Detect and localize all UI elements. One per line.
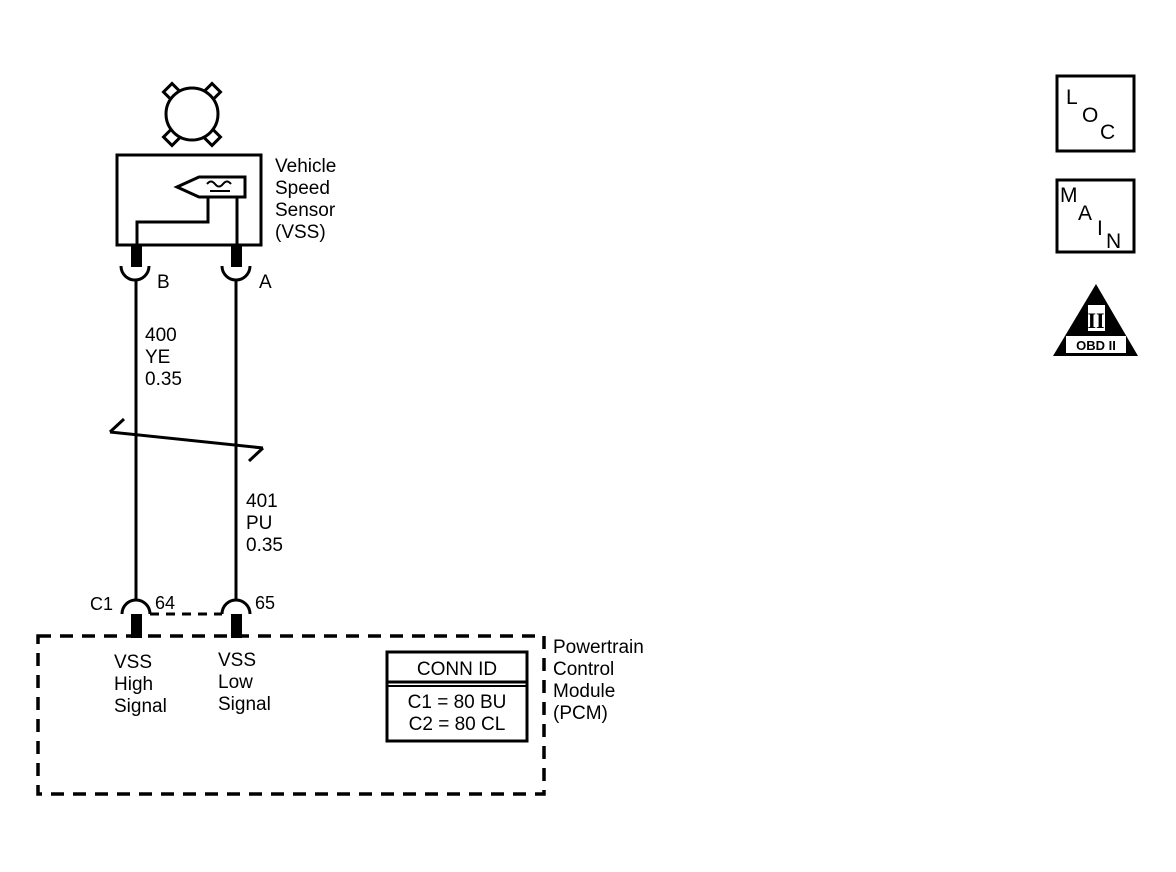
pin-b-label: B — [157, 272, 170, 293]
wire-401-size: 0.35 — [246, 535, 283, 556]
pcm-pin-64 — [120, 598, 152, 638]
pcm-label-line: (PCM) — [553, 703, 608, 724]
vss-component-box — [115, 153, 263, 247]
obd-label: OBD II — [1076, 338, 1116, 353]
wire-401-label: 401 PU 0.35 — [246, 491, 283, 556]
main-letter: M — [1060, 184, 1078, 207]
main-letter: A — [1078, 202, 1092, 225]
pin-a-label: A — [259, 272, 272, 293]
wire-400-label: 400 YE 0.35 — [145, 325, 182, 390]
connector-pin-a — [220, 245, 252, 282]
vss-label-line: Sensor — [275, 200, 336, 221]
conn-id-title: CONN ID — [417, 659, 497, 680]
pcm-label-line: Control — [553, 659, 614, 680]
high-signal-line: Signal — [114, 696, 167, 717]
twisted-pair-symbol — [108, 417, 265, 463]
vss-label: Vehicle Speed Sensor (VSS) — [275, 156, 336, 243]
conn-id-table: CONN ID C1 = 80 BU C2 = 80 CL — [385, 650, 529, 743]
main-icon[interactable]: M A I N — [1055, 178, 1136, 254]
pcm-module-boundary — [36, 634, 546, 796]
pin-65-label: 65 — [255, 593, 275, 613]
vss-low-signal-label: VSS Low Signal — [218, 650, 271, 715]
vss-high-signal-label: VSS High Signal — [114, 652, 167, 717]
wire-400-circuit: 400 — [145, 325, 177, 346]
vss-label-line: Vehicle — [275, 156, 336, 177]
conn-id-row: C1 = 80 BU — [408, 692, 507, 713]
connector-pin-b — [119, 245, 151, 282]
pcm-label-line: Powertrain — [553, 637, 644, 658]
pcm-connector-label: C1 — [90, 594, 113, 614]
vss-sensing-element-icon — [173, 175, 247, 199]
loc-letter: C — [1100, 121, 1115, 144]
loc-letter: O — [1082, 104, 1098, 127]
wire-401-circuit: 401 — [246, 491, 278, 512]
main-letter: I — [1097, 217, 1103, 240]
pcm-pin-65 — [220, 598, 252, 638]
wire-401-color: PU — [246, 513, 272, 534]
sensor-gear-icon — [161, 81, 223, 148]
obd-ii-icon[interactable]: II OBD II — [1053, 284, 1138, 356]
vss-label-line: (VSS) — [275, 222, 326, 243]
low-signal-line: Signal — [218, 694, 271, 715]
conn-id-row: C2 = 80 CL — [409, 714, 506, 735]
pcm-label: Powertrain Control Module (PCM) — [553, 637, 644, 724]
low-signal-line: Low — [218, 672, 253, 693]
pin-64-label: 64 — [155, 593, 175, 613]
loc-letter: L — [1066, 86, 1078, 109]
high-signal-line: High — [114, 674, 153, 695]
obd-numeral: II — [1087, 308, 1104, 333]
low-signal-line: VSS — [218, 650, 256, 671]
vss-label-line: Speed — [275, 178, 330, 199]
wire-400-color: YE — [145, 347, 170, 368]
high-signal-line: VSS — [114, 652, 152, 673]
loc-icon[interactable]: L O C — [1055, 74, 1136, 153]
main-letter: N — [1106, 230, 1121, 253]
wire-400-size: 0.35 — [145, 369, 182, 390]
pcm-label-line: Module — [553, 681, 615, 702]
